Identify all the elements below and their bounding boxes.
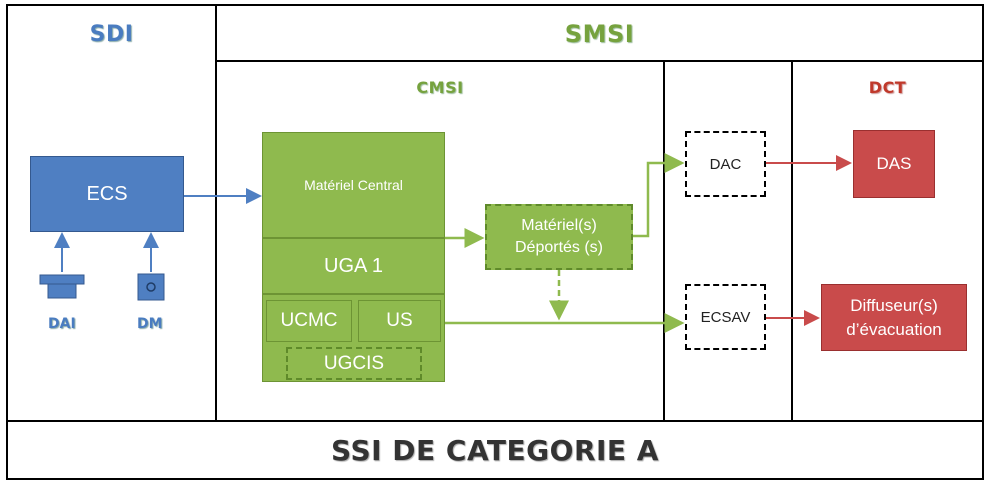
diffuseur-line2: d’évacuation <box>846 319 942 339</box>
footer-title: SSI DE CATEGORIE A <box>331 434 659 467</box>
ecs-box: ECS <box>30 156 184 232</box>
dct-header: DCT <box>868 78 907 97</box>
ucmc-label: UCMC <box>280 310 338 331</box>
ucmc-box: UCMC <box>266 300 352 342</box>
ugcis-box: UGCIS <box>286 347 422 380</box>
ugcis-label: UGCIS <box>323 352 385 374</box>
dac-label: DAC <box>709 155 742 173</box>
dai-device-icon <box>39 274 85 299</box>
dm-label: DM <box>137 316 163 332</box>
materiel-central-box: Matériel Central <box>262 132 445 238</box>
uga1-label: UGA 1 <box>324 254 383 277</box>
dai-label: DAI <box>48 316 76 332</box>
das-box: DAS <box>853 130 935 198</box>
ecs-label: ECS <box>86 182 128 205</box>
das-label: DAS <box>876 154 912 173</box>
diffuseur-box: Diffuseur(s) d’évacuation <box>821 284 967 351</box>
us-label: US <box>386 310 413 331</box>
materiels-deportes-line1: Matériel(s) <box>521 217 597 234</box>
cmsi-header: CMSI <box>416 78 464 97</box>
dac-box: DAC <box>685 131 766 197</box>
dm-device-icon <box>137 273 165 301</box>
smsi-header: SMSI <box>564 20 635 48</box>
materiels-deportes-line2: Déportés (s) <box>514 239 604 256</box>
ecsav-label: ECSAV <box>700 308 751 326</box>
sdi-header: SDI <box>89 22 134 47</box>
footer-band <box>6 420 984 480</box>
diffuseur-line1: Diffuseur(s) <box>850 295 938 315</box>
us-box: US <box>358 300 441 342</box>
deportes-to-dac-arrow <box>633 153 685 238</box>
materiels-deportes-box: Matériel(s) Déportés (s) <box>485 204 633 270</box>
materiel-central-label: Matériel Central <box>304 177 403 193</box>
ecsav-box: ECSAV <box>685 284 766 350</box>
uga1-box: UGA 1 <box>262 238 445 294</box>
